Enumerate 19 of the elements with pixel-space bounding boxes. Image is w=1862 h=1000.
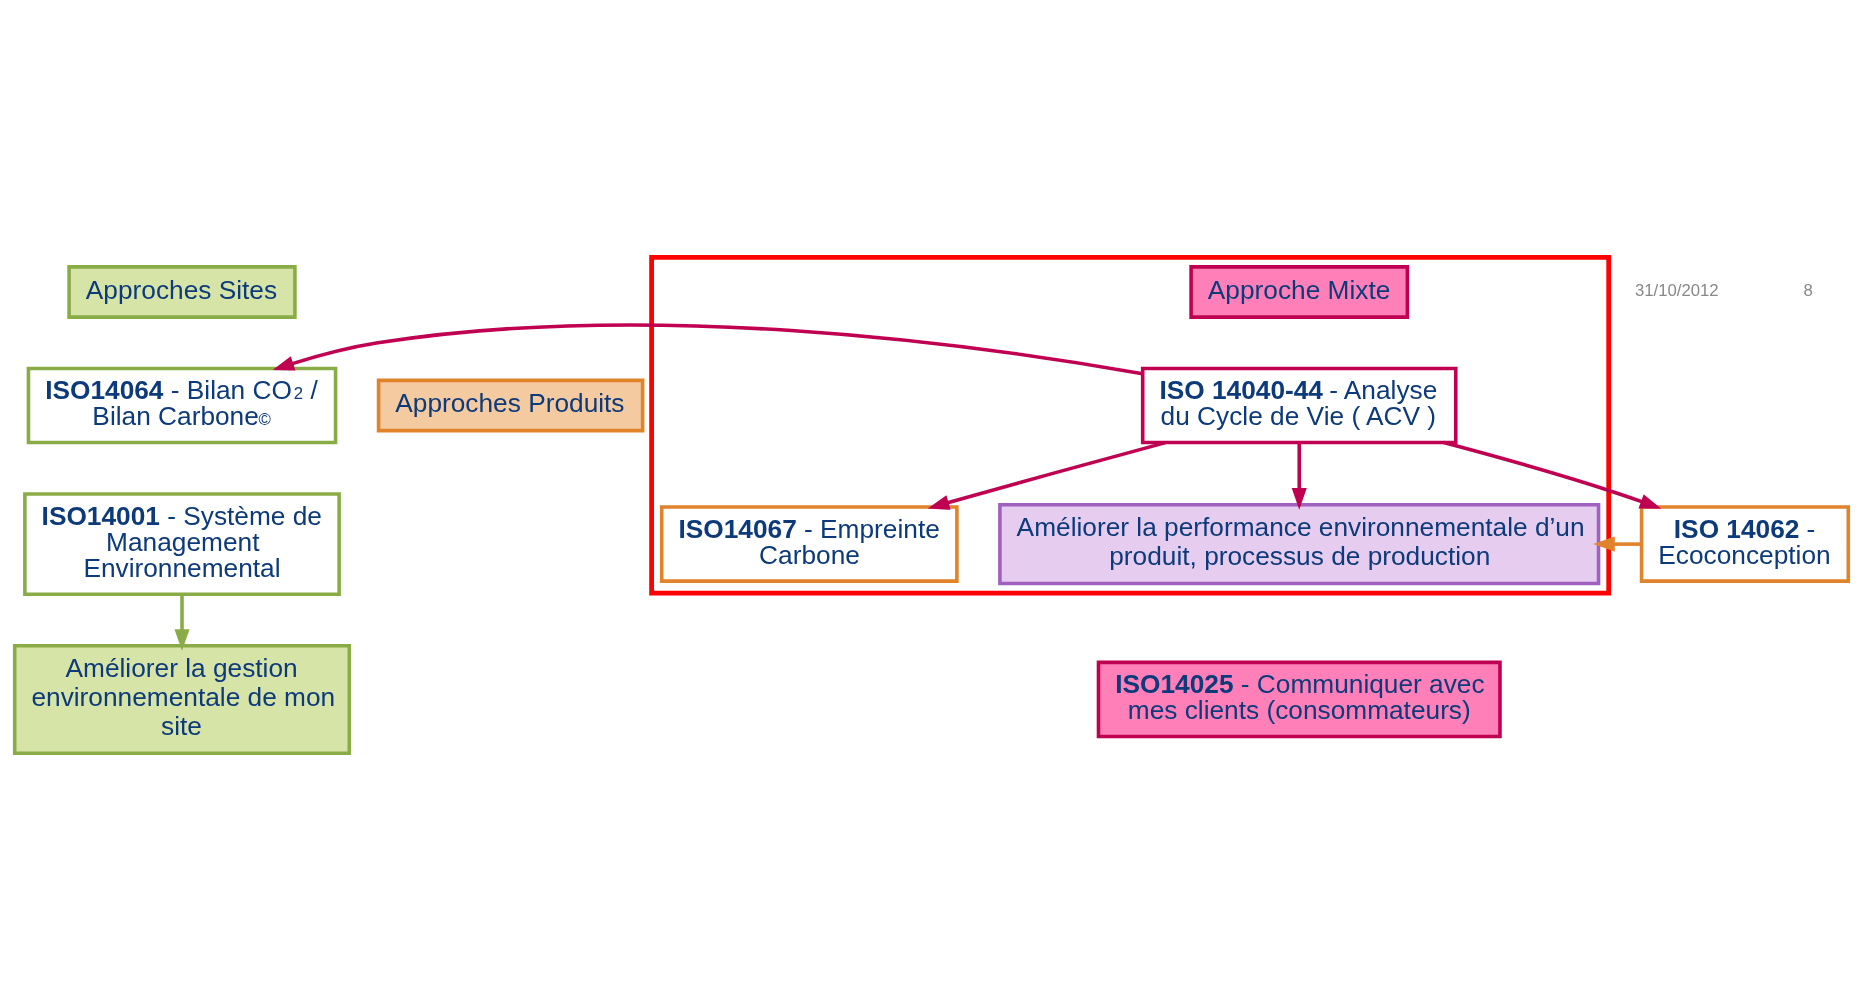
node-box: Améliorer la performance environnementale d’un produit, processus de production bbox=[997, 502, 1600, 585]
node-box: ISO 14040-44 - Analyse du Cycle de Vie ( ACV ) bbox=[1140, 366, 1458, 444]
arrow bbox=[1592, 536, 1642, 552]
node-box: ISO14001 - Système de Management Environnemental bbox=[22, 491, 341, 596]
arrow bbox=[1442, 440, 1661, 509]
node-box: Approche Mixte bbox=[1188, 264, 1409, 319]
node-box: ISO14025 - Communiquer avec mes clients (consommateurs) bbox=[1096, 660, 1502, 738]
node-box: ISO14067 - Empreinte Carbone bbox=[659, 504, 959, 583]
node-box: ISO14064 - Bilan CO2 / Bilan Carbone© bbox=[26, 366, 337, 444]
label: 31/10/2012 bbox=[1634, 280, 1719, 300]
node-box: Améliorer la gestion environnementale de mon site bbox=[12, 643, 351, 755]
arrow bbox=[272, 322, 1143, 376]
arrow bbox=[1291, 442, 1307, 510]
node-box: Approches Produits bbox=[376, 378, 644, 432]
label: 8 bbox=[1802, 280, 1813, 300]
cluster bbox=[648, 254, 1611, 595]
arrow bbox=[173, 594, 190, 651]
node-box: Approches Sites bbox=[66, 264, 297, 319]
node-box: ISO 14062 - Ecoconception bbox=[1639, 504, 1850, 583]
